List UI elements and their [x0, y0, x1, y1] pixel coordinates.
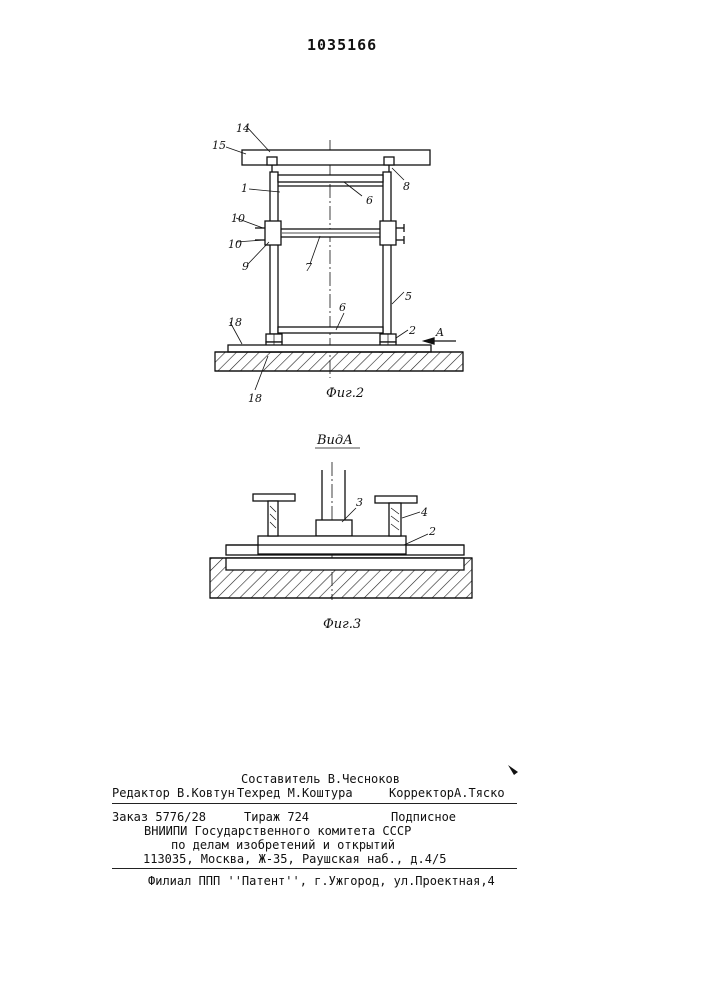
imprint-org-line-2: по делам изобретений и открытий [171, 838, 395, 852]
fig2-label-18-lower: 18 [248, 392, 262, 405]
figure-2-drawing [215, 126, 463, 390]
fig3-label-4: 4 [420, 506, 428, 519]
imprint-corrector: КорректорА.Тяско [389, 786, 505, 800]
fig3-label-3: 3 [356, 496, 363, 509]
fig2-caption: Фиг.2 [326, 386, 364, 401]
fig2-label-8: 8 [403, 180, 410, 193]
imprint-rule-1 [112, 803, 517, 804]
imprint-address: 113035, Москва, Ж-35, Раушская наб., д.4… [143, 852, 446, 866]
fig3-label-2: 2 [428, 525, 436, 538]
imprint-order: Заказ 5776/28 [112, 810, 206, 824]
fig2-label-6-lower: 6 [339, 301, 346, 314]
imprint-techred: Техред М.Коштура [237, 786, 353, 800]
fig2-label-10-upper: 10 [231, 212, 245, 225]
fig3-caption: Фиг.3 [323, 617, 361, 632]
imprint-subscription: Подписное [391, 810, 456, 824]
imprint-rule-2 [112, 868, 517, 869]
fig2-label-9: 9 [242, 260, 249, 273]
fig3-view-label: ВидА [316, 433, 353, 448]
imprint-editor: Редактор В.Ковтун [112, 786, 235, 800]
imprint-compiler: Составитель В.Чесноков [241, 772, 400, 786]
fig2-label-6-upper: 6 [366, 194, 373, 207]
imprint-branch: Филиал ППП ''Патент'', г.Ужгород, ул.Про… [148, 874, 495, 888]
imprint-circulation: Тираж 724 [244, 810, 309, 824]
ink-mark [508, 765, 518, 775]
fig2-label-A: A [435, 326, 444, 339]
imprint-org-line-1: ВНИИПИ Государственного комитета СССР [144, 824, 411, 838]
fig2-label-14: 14 [236, 122, 250, 135]
fig2-label-7: 7 [305, 261, 312, 274]
fig2-label-2: 2 [408, 324, 416, 337]
fig2-label-10-lower: 10 [228, 238, 242, 251]
fig2-label-5: 5 [405, 290, 412, 303]
fig2-label-18-upper: 18 [228, 316, 242, 329]
fig2-label-15: 15 [212, 139, 226, 152]
fig2-label-1: 1 [241, 182, 248, 195]
